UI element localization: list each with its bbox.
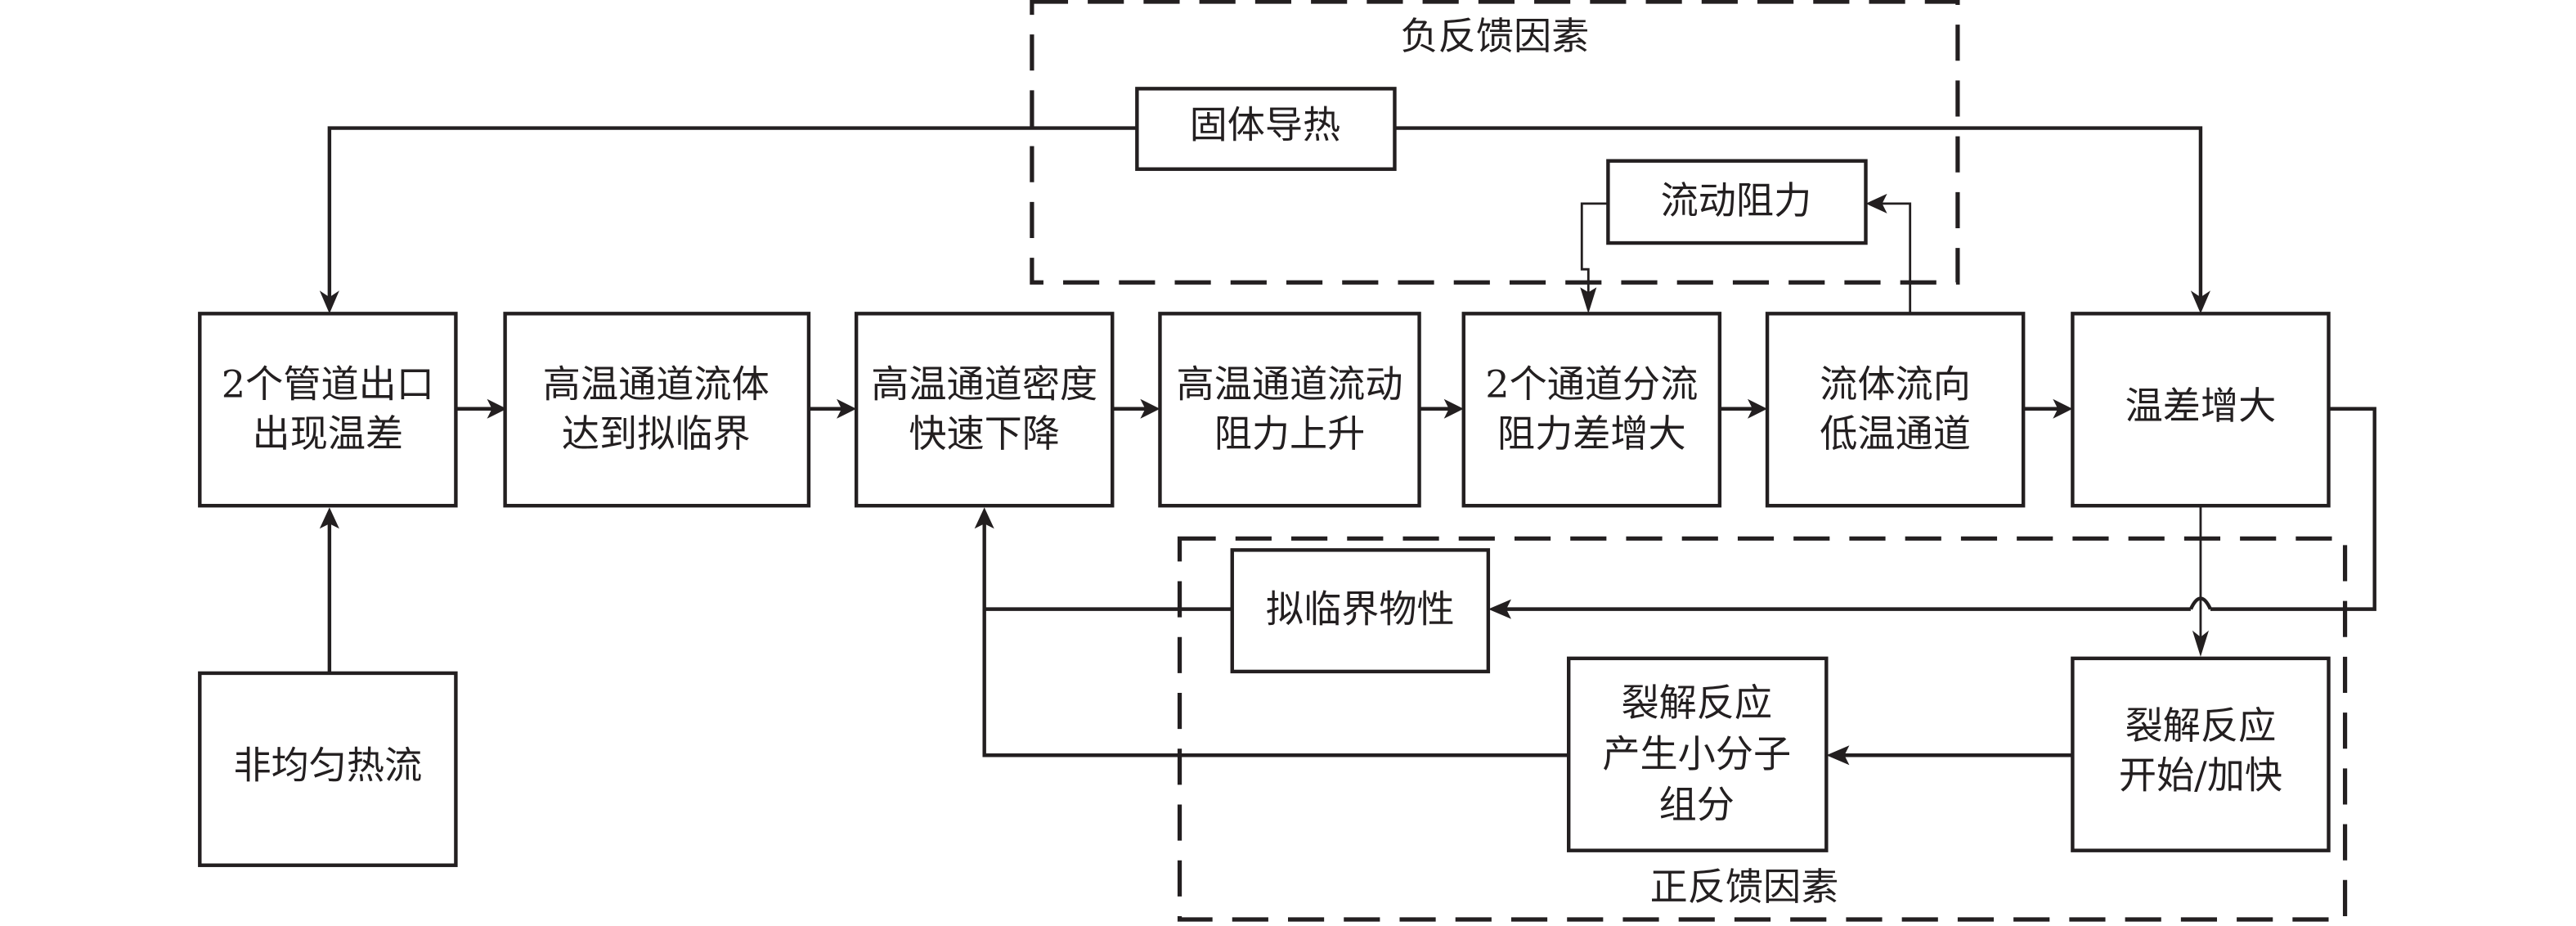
node-solid-conduction: 固体导热	[1135, 87, 1397, 171]
edge-conduction-n7	[1394, 126, 2203, 299]
node-n5-line2: 阻力差增大	[1497, 411, 1686, 456]
edge-products-n3	[982, 609, 1569, 757]
node-solid-conduction-line1: 固体导热	[1190, 103, 1341, 147]
node-n6: 流体流向 低温通道	[1765, 312, 2026, 508]
node-flow-resistance-line1: 流动阻力	[1661, 178, 1812, 223]
arrowhead	[1488, 599, 1511, 619]
node-heat-flux-line1: 非均匀热流	[233, 743, 422, 787]
arrowhead	[319, 290, 339, 314]
node-n5-line1: 2个通道分流	[1485, 362, 1698, 407]
node-heat-flux: 非均匀热流	[198, 671, 458, 867]
node-n1: 2个管道出口 出现温差	[198, 312, 458, 508]
node-n3-line2: 快速下降	[909, 411, 1060, 456]
edge-conduction-n1	[327, 126, 1138, 299]
node-n6-line1: 流体流向	[1820, 362, 1971, 407]
arrowhead	[837, 398, 857, 419]
node-n3-line1: 高温通道密度	[871, 362, 1097, 407]
node-n2: 高温通道流体 达到拟临界	[503, 312, 811, 508]
node-flow-resistance: 流动阻力	[1606, 159, 1868, 245]
positive-feedback-label: 正反馈因素	[1650, 865, 1839, 909]
node-n1-line1: 2个管道出口	[222, 362, 434, 407]
edge-n7-pseudocritical	[2210, 407, 2376, 611]
arrowhead	[487, 398, 507, 419]
arrowhead	[974, 507, 994, 529]
node-cracking-start: 裂解反应 开始/加快	[2071, 656, 2331, 852]
node-n2-line2: 达到拟临界	[562, 411, 751, 456]
node-cracking-products-line1: 裂解反应	[1621, 681, 1772, 725]
node-n5: 2个通道分流 阻力差增大	[1461, 312, 1722, 508]
arrowhead	[1747, 398, 1768, 419]
arrowhead	[1580, 287, 1597, 314]
node-cracking-start-line1: 裂解反应	[2125, 703, 2277, 748]
node-n2-line1: 高温通道流体	[543, 362, 770, 407]
node-n4-line2: 阻力上升	[1214, 411, 1366, 456]
node-pseudo-critical-line1: 拟临界物性	[1266, 587, 1455, 632]
positive-feedback-group	[1177, 536, 2348, 922]
node-n3: 高温通道密度 快速下降	[854, 312, 1115, 508]
negative-feedback-label: 负反馈因素	[1401, 14, 1590, 58]
node-cracking-products: 裂解反应 产生小分子 组分	[1567, 656, 1829, 852]
node-cracking-start-line2: 开始/加快	[2119, 753, 2282, 797]
node-n4-line1: 高温通道流动	[1177, 362, 1403, 407]
node-n7: 温差增大	[2071, 312, 2331, 508]
arrowhead	[1826, 745, 1850, 766]
arrowhead	[1443, 398, 1464, 419]
arrowhead	[2053, 398, 2073, 419]
node-n7-line1: 温差增大	[2125, 384, 2277, 428]
arrowhead	[1140, 398, 1160, 419]
arrowhead	[2192, 630, 2209, 657]
arrowhead	[319, 507, 339, 529]
node-n1-line2: 出现温差	[253, 411, 404, 456]
edge-n6-flowresistance	[1880, 202, 1912, 314]
edge-flowresistance-n5	[1580, 202, 1609, 299]
negative-feedback-group	[1030, 0, 1960, 285]
arrowhead	[2190, 290, 2210, 314]
node-pseudo-critical: 拟临界物性	[1230, 548, 1491, 674]
node-cracking-products-line2: 产生小分子	[1602, 731, 1791, 775]
node-n6-line2: 低温通道	[1820, 411, 1971, 456]
edges	[319, 126, 2376, 766]
node-cracking-products-line3: 组分	[1659, 782, 1735, 826]
arrowhead	[1865, 193, 1887, 214]
node-n4: 高温通道流动 阻力上升	[1158, 312, 1421, 508]
edge-pseudocritical-n3	[982, 522, 1232, 611]
